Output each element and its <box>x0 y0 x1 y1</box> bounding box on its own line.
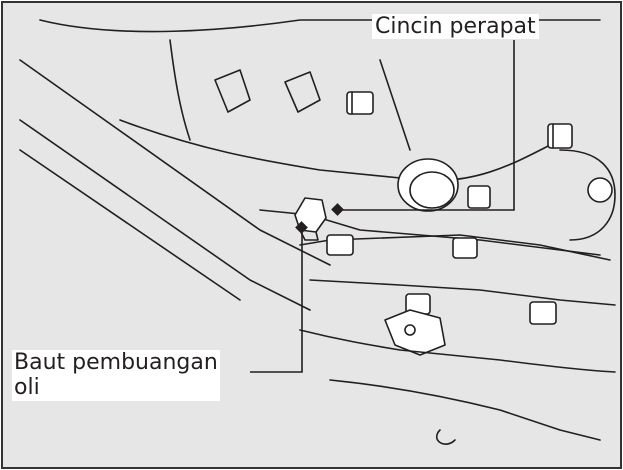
housing-bolt-1 <box>347 92 373 114</box>
fill-plug <box>398 159 458 211</box>
crossmember-bolt-4 <box>530 302 556 324</box>
housing-bolt-2 <box>548 124 572 148</box>
housing-bolt-3 <box>468 186 490 208</box>
sealing-ring-label: Cincin perapat <box>372 14 539 39</box>
drain-bolt-label-line-1: Baut pembuangan <box>14 350 218 375</box>
crossmember-bolt-1 <box>327 235 353 255</box>
drain-bolt-label-line-2: oli <box>14 375 218 400</box>
crossmember-bolt-2 <box>453 238 477 258</box>
drain-bolt-label: Baut pembuangan oli <box>12 350 220 401</box>
